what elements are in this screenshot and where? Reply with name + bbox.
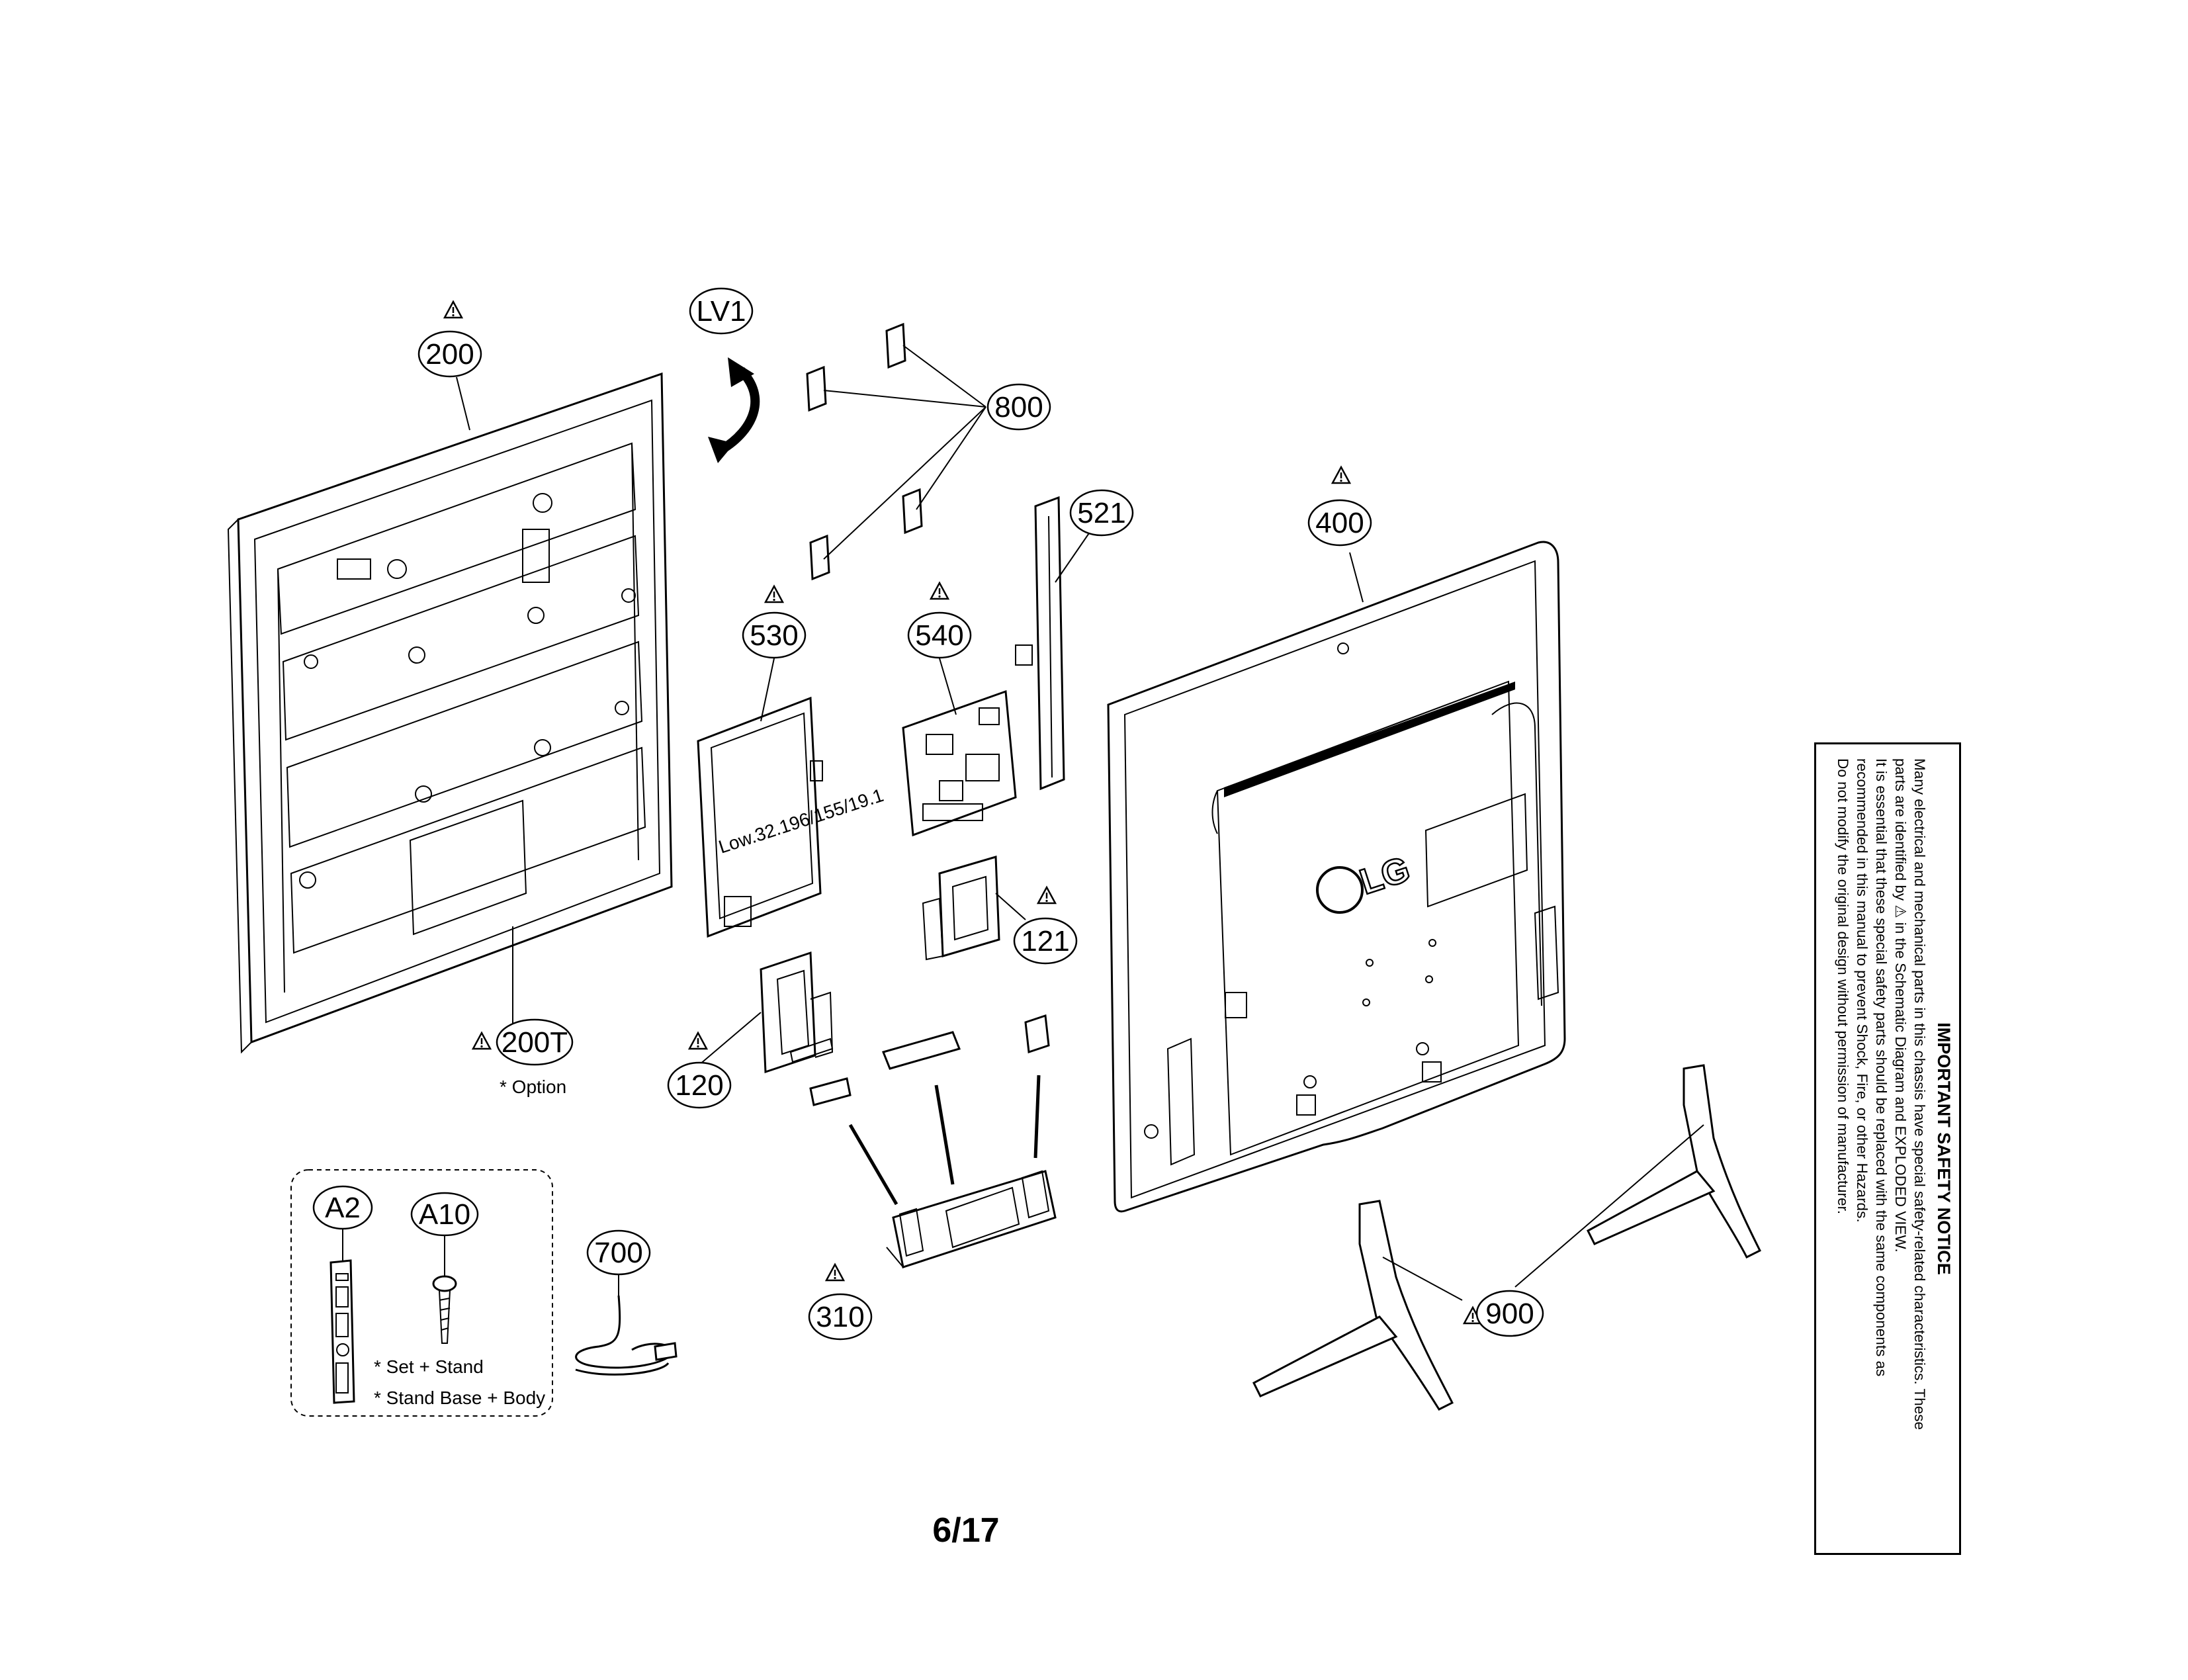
callout-121: 121 bbox=[1013, 917, 1078, 965]
safety-notice-line: recommended in this manual to prevent Sh… bbox=[1854, 758, 1870, 1223]
leader-lines-310 bbox=[848, 1075, 1041, 1206]
back-cover-part-400: LG bbox=[1107, 541, 1566, 1213]
callout-400: 400 bbox=[1307, 499, 1372, 547]
side-bracket-part-521 bbox=[1015, 496, 1065, 791]
callout-200: 200 bbox=[417, 330, 482, 378]
safety-notice-line: Do not modify the original design withou… bbox=[1835, 758, 1851, 1215]
callout-530: 530 bbox=[742, 611, 807, 659]
power-board-part-530: Low.32.196/155/19.1 bbox=[697, 696, 886, 938]
stand-parts-900 bbox=[1252, 1064, 1762, 1411]
callout-530-label: 530 bbox=[750, 619, 798, 652]
callout-900-label: 900 bbox=[1485, 1298, 1534, 1330]
remote-control-part-a2 bbox=[329, 1259, 355, 1404]
callout-121-label: 121 bbox=[1021, 925, 1069, 957]
callout-200-label: 200 bbox=[425, 338, 474, 371]
safety-notice-content: IMPORTANT SAFETY NOTICE Many electrical … bbox=[1821, 758, 1954, 1539]
callout-400-label: 400 bbox=[1315, 507, 1364, 539]
set-stand-note: * Set + Stand bbox=[374, 1356, 484, 1377]
callout-540-label: 540 bbox=[915, 619, 963, 652]
accessories-group-box bbox=[290, 1169, 553, 1417]
option-note: * Option bbox=[500, 1077, 566, 1097]
callout-540: 540 bbox=[907, 611, 972, 659]
callout-800-label: 800 bbox=[994, 391, 1043, 423]
callout-a2-label: A2 bbox=[325, 1192, 361, 1224]
callout-120-label: 120 bbox=[675, 1069, 723, 1102]
page-number: 6/17 bbox=[932, 1511, 1000, 1550]
lv1-arrow bbox=[708, 357, 760, 463]
screw-part-a10 bbox=[432, 1275, 457, 1344]
main-board-part-540 bbox=[902, 689, 1017, 837]
callout-800: 800 bbox=[986, 383, 1051, 431]
callout-lv1: LV1 bbox=[689, 287, 754, 335]
small-clip-parts bbox=[809, 1014, 1050, 1106]
bracket-parts-800 bbox=[806, 322, 923, 581]
lcd-module-part-200 bbox=[227, 372, 673, 1054]
stand-holder-part-310 bbox=[886, 1170, 1057, 1268]
callout-200t-label: 200T bbox=[502, 1026, 568, 1059]
stand-base-body-note: * Stand Base + Body bbox=[374, 1388, 545, 1408]
callout-521-label: 521 bbox=[1077, 497, 1125, 529]
leader-lines-900 bbox=[1382, 1124, 1704, 1301]
power-cord-part-700 bbox=[575, 1295, 678, 1376]
callout-521: 521 bbox=[1069, 489, 1134, 537]
callout-a2: A2 bbox=[312, 1185, 373, 1230]
bracket-part-121 bbox=[922, 856, 1000, 961]
leader-lines bbox=[342, 345, 1364, 1296]
callout-lv1-label: LV1 bbox=[696, 295, 746, 328]
callout-a10-label: A10 bbox=[419, 1198, 470, 1231]
callout-310-label: 310 bbox=[816, 1301, 864, 1333]
callout-120: 120 bbox=[667, 1061, 732, 1109]
callout-310: 310 bbox=[808, 1293, 873, 1341]
bracket-part-120 bbox=[760, 951, 834, 1074]
safety-notice-line: parts are identified by ⚠ in the Schemat… bbox=[1892, 758, 1909, 1253]
callout-700: 700 bbox=[586, 1229, 651, 1276]
safety-notice-box: IMPORTANT SAFETY NOTICE Many electrical … bbox=[1814, 742, 1961, 1555]
callout-900: 900 bbox=[1475, 1290, 1544, 1337]
callout-200t: 200T bbox=[496, 1018, 574, 1066]
safety-notice-line: It is essential that these special safet… bbox=[1873, 758, 1890, 1377]
safety-notice-line: Many electrical and mechanical parts in … bbox=[1911, 758, 1928, 1431]
callout-700-label: 700 bbox=[594, 1237, 642, 1269]
safety-notice-title: IMPORTANT SAFETY NOTICE bbox=[1934, 1022, 1954, 1275]
callout-a10: A10 bbox=[410, 1192, 479, 1237]
